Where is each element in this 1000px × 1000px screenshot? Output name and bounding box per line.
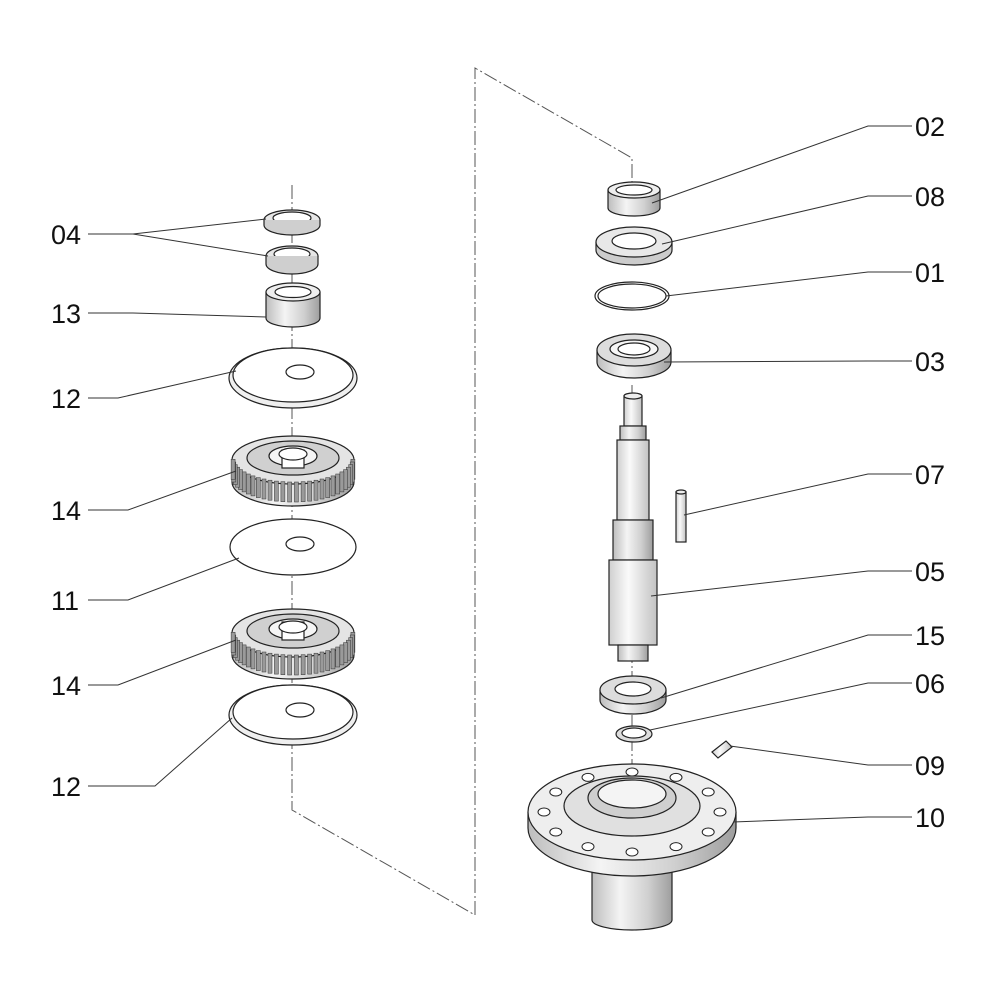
gear-tooth: [280, 654, 286, 675]
callout-01: 01: [915, 258, 945, 288]
hub-bolt-hole: [625, 847, 639, 857]
callout-05: 05: [915, 557, 945, 587]
part-13-bushing: [265, 282, 321, 328]
gear-tooth: [294, 481, 299, 503]
hub-bolt-hole: [625, 767, 639, 777]
gear-tooth: [261, 651, 267, 673]
callout-09: 09: [915, 751, 945, 781]
gear-tooth: [307, 480, 312, 502]
assembly-axis-line: [291, 67, 633, 916]
part-09-grease-nipple: [711, 740, 733, 759]
hub-bolt-hole: [669, 772, 683, 782]
gear-tooth: [287, 481, 292, 503]
gear-teeth-bottom: [230, 632, 356, 676]
callout-13: 13: [51, 299, 81, 329]
part-04-washer-top: [263, 209, 321, 236]
callout-12-top: 12: [51, 384, 81, 414]
hub-bolt-hole: [537, 807, 551, 817]
gear-tooth: [246, 473, 251, 495]
gear-tooth: [300, 481, 306, 502]
gear-tooth: [335, 473, 340, 495]
callout-02: 02: [915, 112, 945, 142]
part-15-ball-bearing: [599, 675, 667, 715]
gear-tooth: [267, 652, 273, 674]
gear-tooth: [339, 471, 345, 493]
callout-11: 11: [51, 586, 79, 616]
part-07-key: [675, 489, 687, 543]
gear-tooth: [325, 650, 330, 671]
callout-12-bottom: 12: [51, 772, 81, 802]
gear-tooth: [335, 646, 340, 668]
hub-bolt-hole: [581, 772, 595, 782]
part-14-gear-top: [231, 435, 355, 507]
gear-tooth: [250, 648, 256, 670]
hub-bolt-hole: [669, 842, 683, 852]
gear-tooth: [246, 646, 251, 668]
gear-tooth: [330, 648, 336, 670]
hub-bolt-hole: [701, 827, 715, 837]
gear-tooth: [230, 632, 236, 653]
gear-tooth: [274, 480, 279, 502]
part-01-circlip: [594, 281, 670, 311]
leader-lines: [88, 125, 912, 823]
part-12-disc-bottom: [228, 684, 358, 746]
callout-04: 04: [51, 220, 81, 250]
gear-tooth: [339, 644, 345, 666]
gear-tooth: [319, 651, 325, 673]
part-03-roller-bearing: [596, 333, 672, 379]
hub-bolt-hole: [581, 842, 595, 852]
gear-tooth: [261, 478, 267, 500]
hub-bolt-hole: [549, 827, 563, 837]
callout-08: 08: [915, 182, 945, 212]
part-02-sleeve: [607, 181, 661, 217]
callout-07: 07: [915, 460, 945, 490]
gear-tooth: [280, 481, 286, 502]
part-08-ring: [595, 226, 673, 266]
hub-bolt-hole: [713, 807, 727, 817]
gear-tooth: [319, 478, 325, 500]
hub-bolt-hole: [701, 787, 715, 797]
gear-tooth: [313, 652, 319, 674]
gear-tooth: [330, 475, 336, 497]
part-12-disc-top: [228, 347, 358, 409]
callout-15: 15: [915, 621, 945, 651]
part-14-gear-bottom: [231, 608, 355, 680]
part-05-shaft: [608, 392, 658, 662]
callout-14-bottom: 14: [51, 671, 81, 701]
gear-tooth: [287, 654, 292, 676]
gear-tooth: [256, 477, 261, 498]
callout-10: 10: [915, 803, 945, 833]
part-04-washer-bottom: [265, 245, 319, 275]
gear-tooth: [250, 475, 256, 497]
callout-06: 06: [915, 669, 945, 699]
hub-bolt-hole: [549, 787, 563, 797]
gear-tooth: [325, 477, 330, 498]
part-06-o-ring: [615, 725, 653, 743]
gear-tooth: [267, 479, 273, 501]
gear-tooth: [313, 479, 319, 501]
gear-tooth: [300, 654, 306, 675]
part-11-disc: [229, 518, 357, 576]
gear-tooth: [294, 654, 299, 676]
gear-tooth: [230, 459, 236, 480]
gear-tooth: [307, 653, 312, 675]
callout-labels: 04 13 12 14 11 14 12 02 08 01 03 07 05 1…: [51, 112, 945, 833]
part-10-hub: [527, 763, 737, 931]
hub-bolt-holes: [537, 767, 727, 857]
gear-tooth: [256, 650, 261, 671]
callout-03: 03: [915, 347, 945, 377]
gear-tooth: [274, 653, 279, 675]
callout-14-top: 14: [51, 496, 81, 526]
